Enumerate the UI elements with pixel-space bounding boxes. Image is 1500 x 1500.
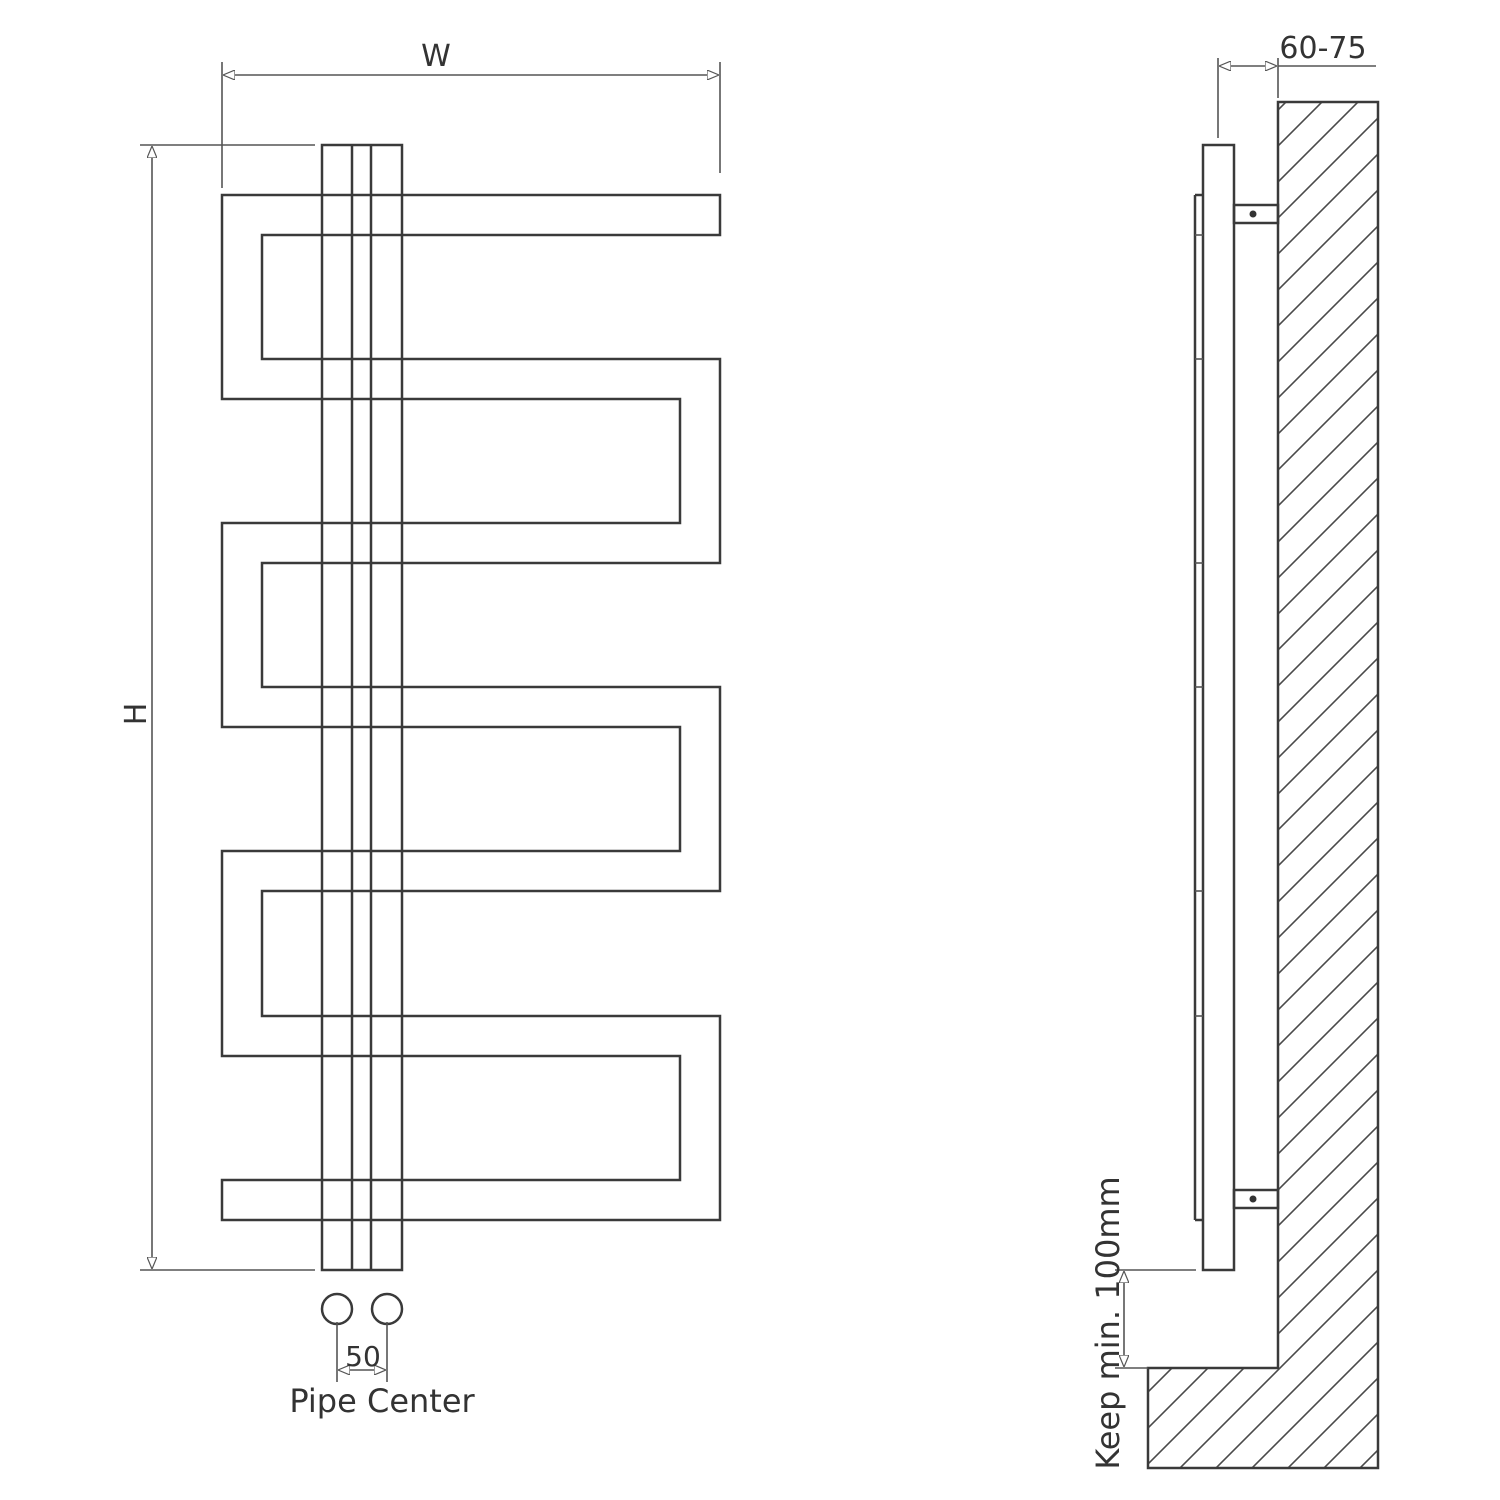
hatch-line bbox=[1148, 102, 1378, 1468]
hatch-line bbox=[1148, 102, 1378, 1468]
hatch-line bbox=[1148, 102, 1378, 1468]
hatch-line bbox=[1148, 102, 1378, 1468]
hatch-line bbox=[1148, 102, 1209, 1468]
hatch-line bbox=[1291, 102, 1378, 1468]
height-dimension: H bbox=[119, 144, 315, 1271]
hatch-line bbox=[1148, 102, 1378, 1468]
hatch-line bbox=[1148, 102, 1378, 1468]
wall-distance-label: 60-75 bbox=[1279, 31, 1366, 66]
width-dimension: W bbox=[221, 39, 721, 188]
hatch-line bbox=[1327, 102, 1378, 1468]
vertical-collector-pipes bbox=[320, 143, 404, 1272]
hatch-line bbox=[1148, 102, 1378, 1468]
floor-clearance-dimension: Keep min. 100mm bbox=[1089, 1176, 1196, 1470]
hatch-line bbox=[1148, 102, 1378, 1468]
hatch-line bbox=[0, 0, 1136, 1500]
hatch-line bbox=[1148, 102, 1245, 1468]
radiator-side-profile bbox=[1193, 143, 1280, 1272]
serpentine-bars bbox=[220, 193, 722, 1222]
hatch-line bbox=[1148, 102, 1378, 1468]
wall-distance-dimension: 60-75 bbox=[1217, 31, 1376, 138]
hatch-line bbox=[1363, 102, 1378, 1468]
hatch-line bbox=[1148, 102, 1378, 1468]
top-wall-bracket bbox=[1232, 203, 1280, 225]
bottom-wall-bracket bbox=[1232, 1188, 1280, 1210]
height-label: H bbox=[119, 703, 154, 726]
pipe-inlet-circle bbox=[320, 1292, 354, 1326]
hatch-line bbox=[1148, 102, 1378, 1468]
hatch-line bbox=[1148, 102, 1378, 1468]
hatch-line bbox=[1148, 102, 1378, 1468]
pipe-connections: 50 Pipe Center bbox=[289, 1292, 476, 1420]
floor-clearance-label: Keep min. 100mm bbox=[1089, 1176, 1127, 1469]
hatch-line bbox=[1148, 102, 1173, 1468]
hatch-line bbox=[1148, 102, 1378, 1468]
width-label: W bbox=[421, 39, 451, 74]
hatch-line bbox=[1148, 102, 1378, 1468]
hatch-line bbox=[1148, 102, 1378, 1468]
pipe-center-label: Pipe Center bbox=[289, 1382, 475, 1420]
hatch-line bbox=[1148, 102, 1378, 1468]
hatch-line bbox=[1148, 102, 1353, 1468]
hatch-line bbox=[1148, 102, 1378, 1468]
hatch-line bbox=[1148, 102, 1378, 1468]
hatch-line bbox=[1148, 102, 1281, 1468]
pipe-spacing-value: 50 bbox=[345, 1340, 381, 1373]
hatch-line bbox=[1148, 102, 1378, 1468]
front-view: W H 50 Pipe Center bbox=[119, 39, 722, 1420]
bar-segments bbox=[1195, 234, 1203, 1017]
hatch-line bbox=[0, 0, 1100, 1500]
hatch-line bbox=[1219, 102, 1378, 1468]
hatch-line bbox=[1148, 102, 1378, 1468]
pipe-outlet-circle bbox=[370, 1292, 404, 1326]
hatch-line bbox=[1148, 102, 1378, 1468]
hatch-line bbox=[1148, 102, 1378, 1468]
hatch-line bbox=[1148, 102, 1378, 1468]
hatch-line bbox=[1148, 102, 1378, 1468]
hatch-line bbox=[1148, 102, 1378, 1468]
hatch-line bbox=[1148, 102, 1378, 1468]
hatch-line bbox=[1148, 102, 1378, 1468]
